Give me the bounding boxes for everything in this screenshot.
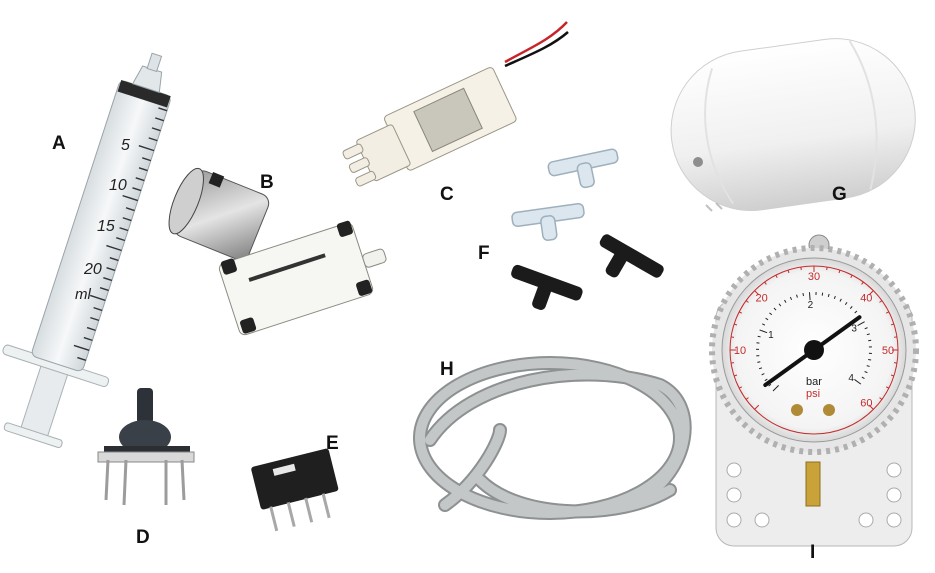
label-d: D (136, 528, 150, 547)
syringe-grad-20: 20 (83, 261, 102, 278)
label-i: I (810, 543, 815, 562)
gauge-bar-tick (809, 292, 810, 300)
gauge-bar-tick (868, 340, 871, 341)
pressure-gauge: 10 20 30 40 50 60 1 2 3 4 bar psi (712, 235, 916, 546)
label-f: F (478, 244, 490, 263)
solenoid-valve (336, 22, 568, 193)
gauge-unit-psi: psi (806, 388, 820, 400)
gauge-bar-label: 4 (848, 373, 854, 384)
gauge-bar-tick (758, 336, 761, 337)
gauge-bar-tick (803, 293, 804, 296)
syringe-grad-5: 5 (121, 137, 130, 154)
label-e: E (326, 434, 339, 453)
gauge-unit-bar: bar (806, 376, 822, 388)
gauge-psi-label: 50 (882, 345, 894, 357)
gauge-bar-label: 3 (851, 324, 857, 335)
syringe-grad-15: 15 (97, 218, 115, 235)
tee-connectors (503, 148, 666, 321)
label-g: G (832, 185, 847, 204)
gauge-psi-label: 40 (860, 293, 872, 305)
label-h: H (440, 360, 454, 379)
syringe-unit-ml: ml (75, 286, 91, 303)
gauge-bar-label: 2 (808, 300, 814, 311)
pressure-sensor (98, 388, 194, 505)
silicone-tubing-coil (420, 363, 685, 513)
gauge-psi-label: 20 (756, 293, 768, 305)
syringe-grad-10: 10 (109, 177, 127, 194)
label-c: C (440, 185, 454, 204)
dip8-chip (251, 448, 345, 533)
gauge-bar-label: 1 (768, 330, 774, 341)
gauge-psi-label: 30 (808, 271, 820, 283)
label-b: B (260, 173, 274, 192)
air-tank (661, 28, 926, 221)
gauge-psi-label: 60 (860, 397, 872, 409)
gauge-bar-tick (868, 360, 871, 361)
syringe: 5 10 15 20 ml (0, 38, 209, 456)
gauge-psi-label: 10 (734, 345, 746, 357)
label-a: A (52, 134, 66, 153)
mini-air-pump (162, 162, 395, 336)
gauge-bar-tick (757, 362, 760, 363)
